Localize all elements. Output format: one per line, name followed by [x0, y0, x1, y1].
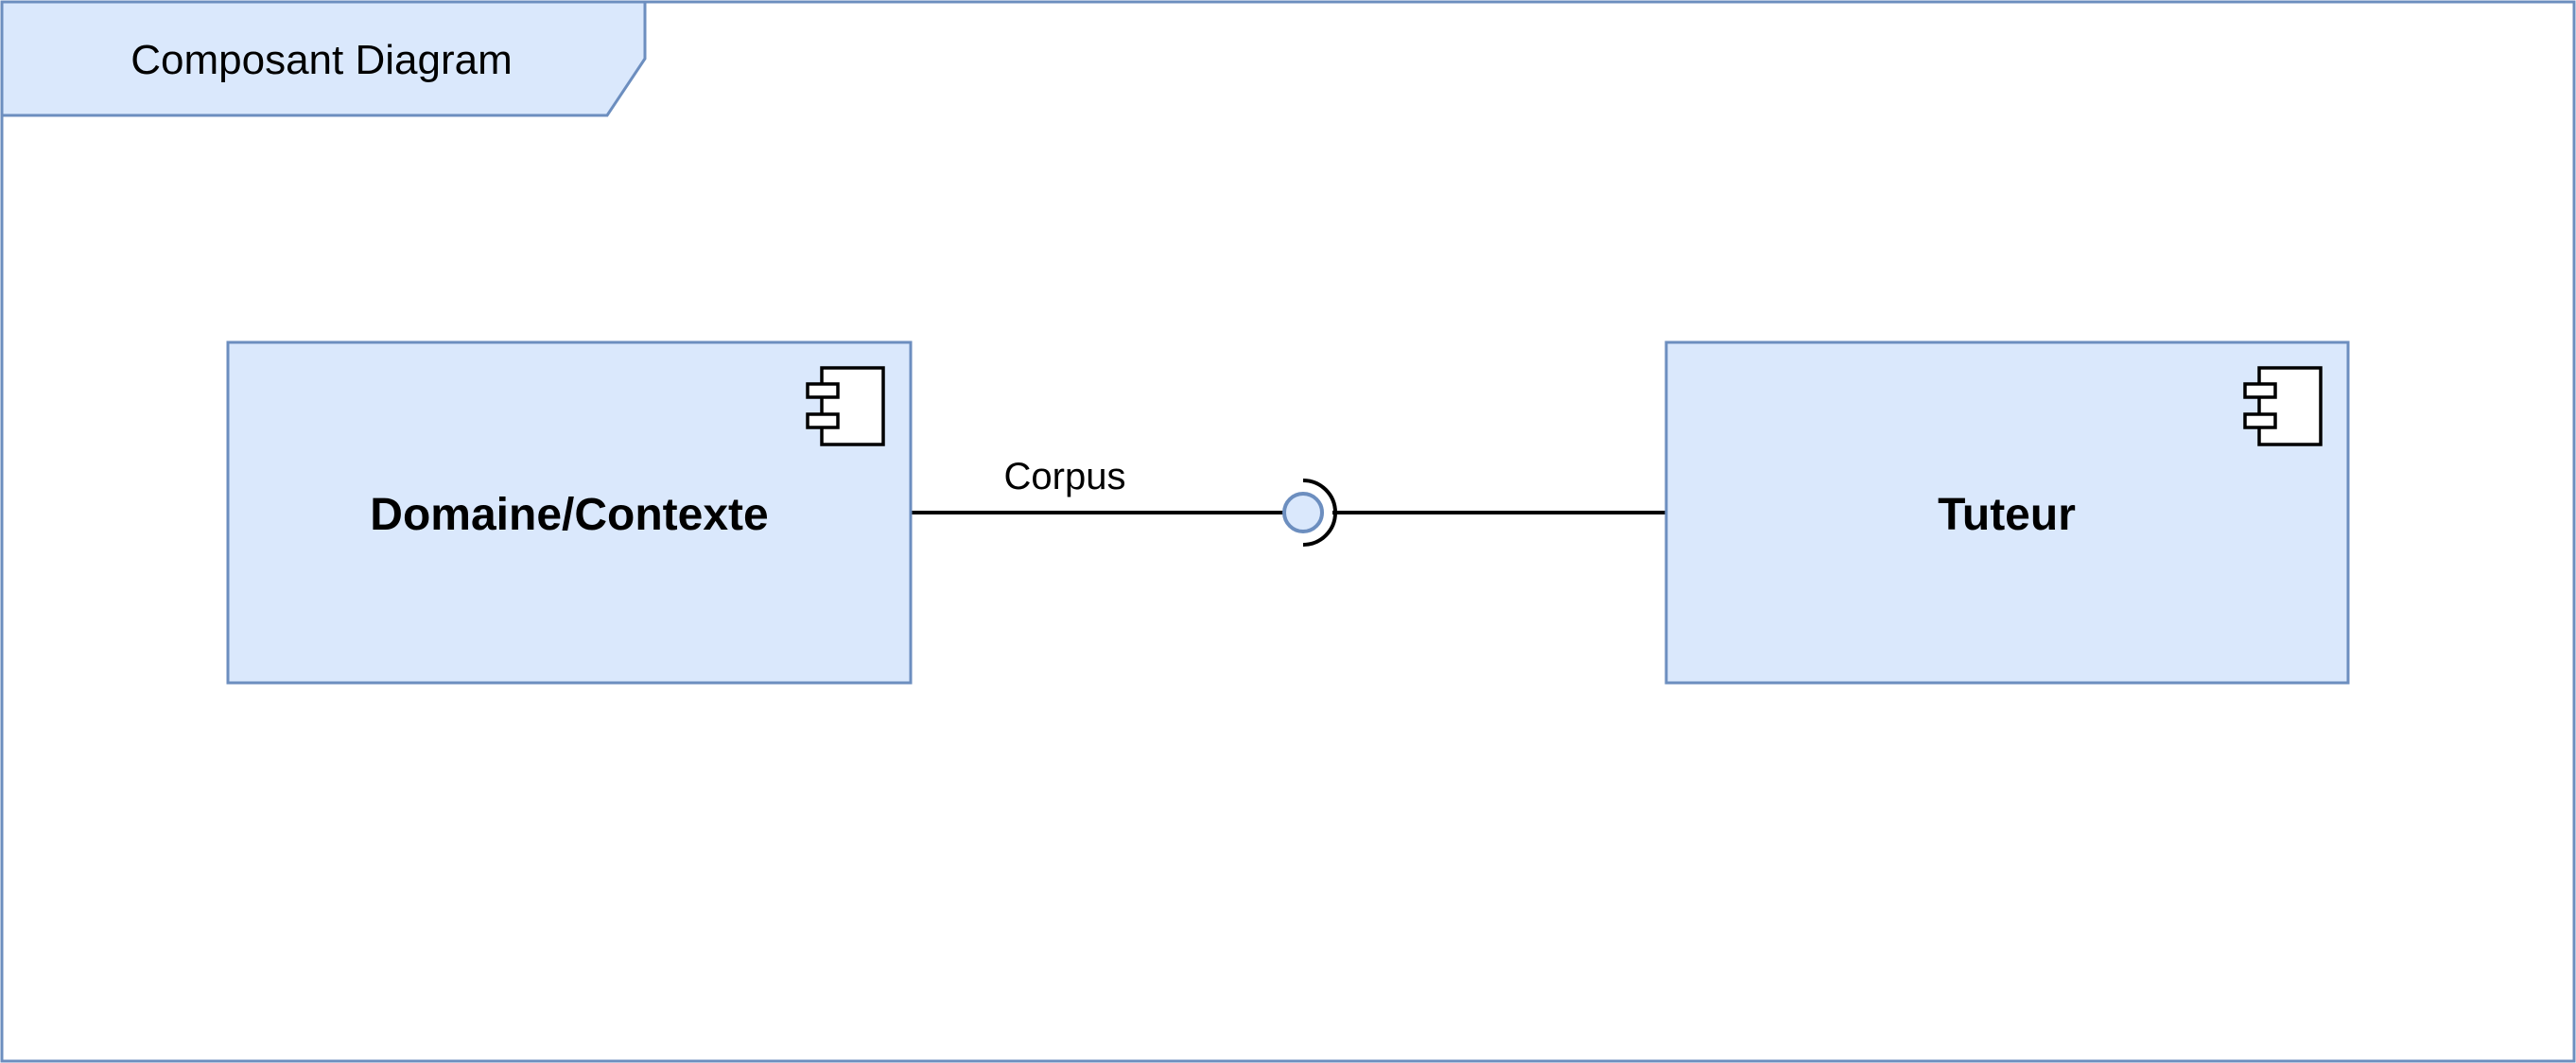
frame-title: Composant Diagram — [131, 37, 513, 83]
component-name: Domaine/Contexte — [370, 490, 768, 540]
provided-interface-lollipop — [1282, 492, 1324, 533]
frame-title-tab: Composant Diagram — [0, 0, 647, 117]
component-box — [1664, 340, 2350, 685]
required-interface-socket — [1302, 479, 1337, 547]
component-domaine-contexte[interactable]: Domaine/Contexte — [226, 340, 913, 685]
component-box — [226, 340, 913, 685]
interface-label: Corpus — [1004, 456, 1126, 497]
frame-title-tab-shape — [0, 0, 647, 117]
component-icon — [806, 366, 885, 446]
component-tuteur[interactable]: Tuteur — [1664, 340, 2350, 685]
component-icon — [2243, 366, 2323, 446]
component-name: Tuteur — [1938, 490, 2076, 540]
